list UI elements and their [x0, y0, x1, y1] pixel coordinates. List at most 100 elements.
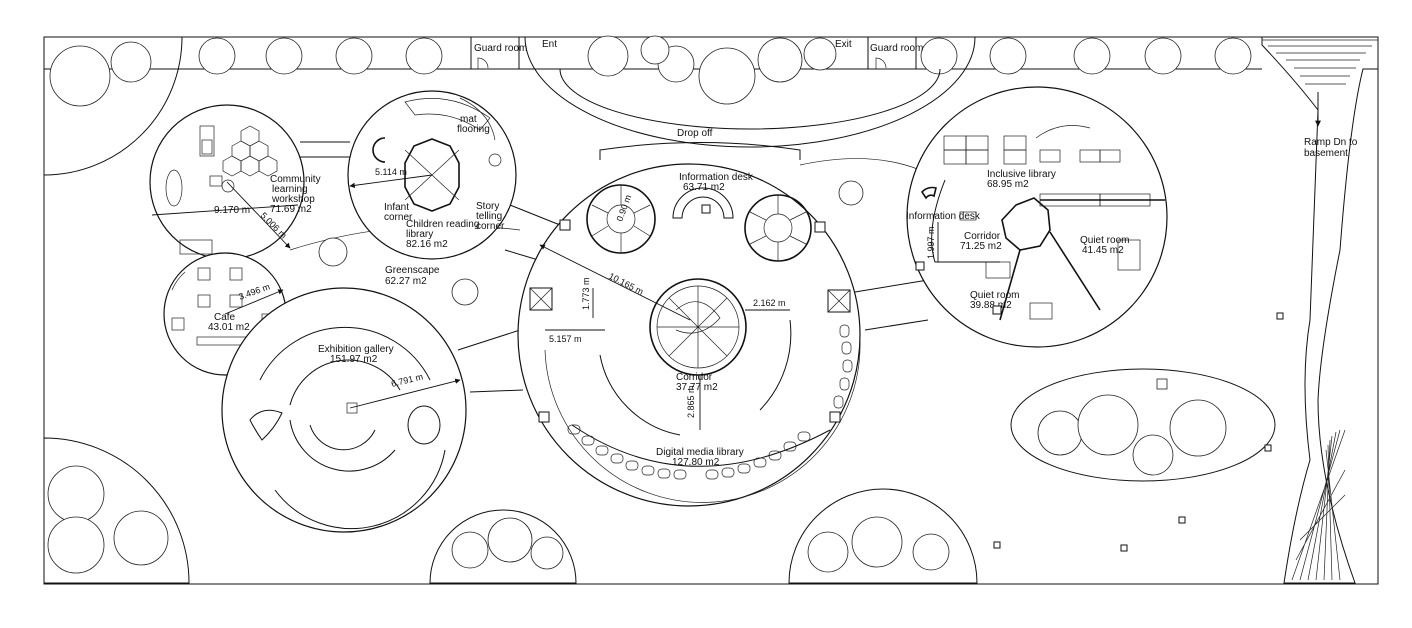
garden-trees-drop-off	[587, 35, 837, 105]
children-library-area: 82.16 m2	[406, 239, 448, 250]
site-boundary	[43, 36, 1379, 585]
corridor-center-wall-right	[759, 319, 792, 411]
guard-room-left	[470, 36, 520, 70]
exhibit-arc-mid-b	[289, 419, 396, 472]
quiet-room-a-area: 41.45 m2	[1082, 245, 1124, 256]
quiet-room-b-area: 39.88 m2	[970, 300, 1012, 311]
infant-corner-l2: corner	[384, 212, 413, 223]
workshop-name-l2: learning	[272, 184, 308, 195]
inclusive-core	[1001, 197, 1051, 251]
dim-3496-line	[224, 289, 284, 315]
mat-flooring-area	[404, 98, 491, 131]
ramp-label-line1: Ramp Dn to	[1304, 137, 1358, 148]
exhibit-name: Exhibition gallery	[318, 344, 394, 355]
dim-1773: 1.773 m	[581, 277, 591, 310]
dim-9170-line	[151, 204, 299, 216]
exhibit-arc-outer-bottom	[274, 449, 446, 530]
garden-trees-bottom-left	[47, 465, 169, 574]
guard-room-right-label: Guard room	[870, 43, 923, 54]
connector-main-right	[854, 279, 929, 331]
garden-semicircle-bottom-b	[788, 488, 978, 584]
guard-room-left-door	[477, 57, 489, 69]
story-corner-l2: telling	[476, 211, 502, 222]
cafe-area: 43.01 m2	[208, 322, 250, 333]
dim-9170: 9.170 m	[214, 205, 250, 216]
greenscape-name: Greenscape	[385, 265, 440, 276]
column-c	[829, 411, 841, 423]
connector-workshop-children	[300, 141, 350, 158]
ramp: Ramp Dn to basement	[1261, 36, 1379, 584]
mat-flooring-l2: flooring	[457, 124, 490, 135]
quiet-room-a-name: Quiet room	[1080, 235, 1129, 246]
drop-off-inner-arc	[559, 68, 941, 130]
infant-corner-l1: Infant	[384, 202, 409, 213]
main-hall-inner-ring	[544, 339, 861, 503]
garden-trees-bottom-b	[807, 516, 950, 573]
entry-label: Ent	[542, 39, 557, 50]
exhibit-arc-inner	[309, 424, 376, 451]
corridor-center-wall-left	[599, 354, 681, 436]
greenscape-tree-a	[318, 237, 348, 267]
central-spiral-stair	[649, 278, 747, 376]
column-d	[538, 411, 550, 423]
room-exhibition-gallery	[221, 287, 467, 533]
exhibit-display-left	[249, 409, 283, 441]
dim-5157: 5.157 m	[549, 334, 582, 344]
garden-semicircle-bottom-a	[429, 509, 577, 584]
dim-6791-line	[349, 378, 461, 409]
drop-off-arc	[524, 36, 976, 148]
dim-5006-line	[226, 181, 291, 249]
connector-main-right-upper	[799, 158, 921, 171]
corridor-right-wall	[931, 179, 1000, 263]
dim-1997: 1.997 m	[926, 226, 936, 259]
corridor-right-name: Corridor	[964, 231, 1001, 242]
exhibit-arc-outer-top	[259, 326, 431, 381]
spiral-stair-right	[744, 194, 812, 262]
workshop-name-l1: Community	[270, 174, 321, 185]
guard-room-left-label: Guard room	[474, 43, 527, 54]
info-desk-main-name: Information desk	[679, 172, 754, 183]
workshop-furniture	[165, 125, 278, 255]
plaza-tree	[838, 180, 864, 206]
workshop-name-l3: workshop	[271, 194, 315, 205]
exit-label: Exit	[835, 39, 852, 50]
children-reading-pod	[404, 138, 460, 212]
exhibit-display-right	[407, 405, 441, 445]
column-a	[559, 219, 571, 231]
inclusive-library-name: Inclusive library	[987, 169, 1056, 180]
tree-row-top	[198, 37, 1252, 75]
story-corner-table	[488, 153, 502, 167]
infant-corner-seat	[372, 137, 386, 163]
inclusive-partition-a	[1049, 231, 1101, 311]
garden-quarter-bottom-left	[43, 437, 190, 584]
site-markers	[993, 312, 1284, 552]
story-corner-l3: corner	[476, 221, 505, 232]
main-entry-steps	[571, 424, 831, 467]
guard-room-right-door	[875, 57, 887, 69]
corridor-center-area: 37.77 m2	[676, 382, 718, 393]
children-library-l2: library	[406, 229, 433, 240]
garden-oval-right	[1010, 368, 1276, 482]
room-digital-media-main	[517, 163, 861, 507]
ramp-label-line2: basement	[1304, 148, 1348, 159]
greenscape-tree-b	[451, 278, 479, 306]
dim-5114: 5.114 m	[375, 167, 407, 177]
drop-off-label: Drop off	[677, 128, 713, 139]
dim-5114-line	[349, 174, 433, 189]
dim-2162: 2.162 m	[753, 298, 786, 308]
connector-main-top	[599, 142, 801, 160]
inclusive-library-area: 68.95 m2	[987, 179, 1029, 190]
garden-quarter-top-left	[43, 36, 183, 176]
corridor-right-area: 71.25 m2	[960, 241, 1002, 252]
media-seating	[567, 324, 853, 480]
exhibit-area: 151.97 m2	[330, 354, 378, 365]
info-desk-main-area: 63.71 m2	[683, 182, 725, 193]
column-f	[992, 305, 1002, 315]
info-desk-right-name: Information desk	[906, 211, 981, 222]
greenscape-area: 62.27 m2	[385, 276, 427, 287]
room-inclusive-library	[906, 86, 1168, 348]
cafe-name: Cafe	[214, 312, 236, 323]
corridor-center-name: Corridor	[676, 372, 713, 383]
garden-trees-top-left	[49, 41, 152, 107]
